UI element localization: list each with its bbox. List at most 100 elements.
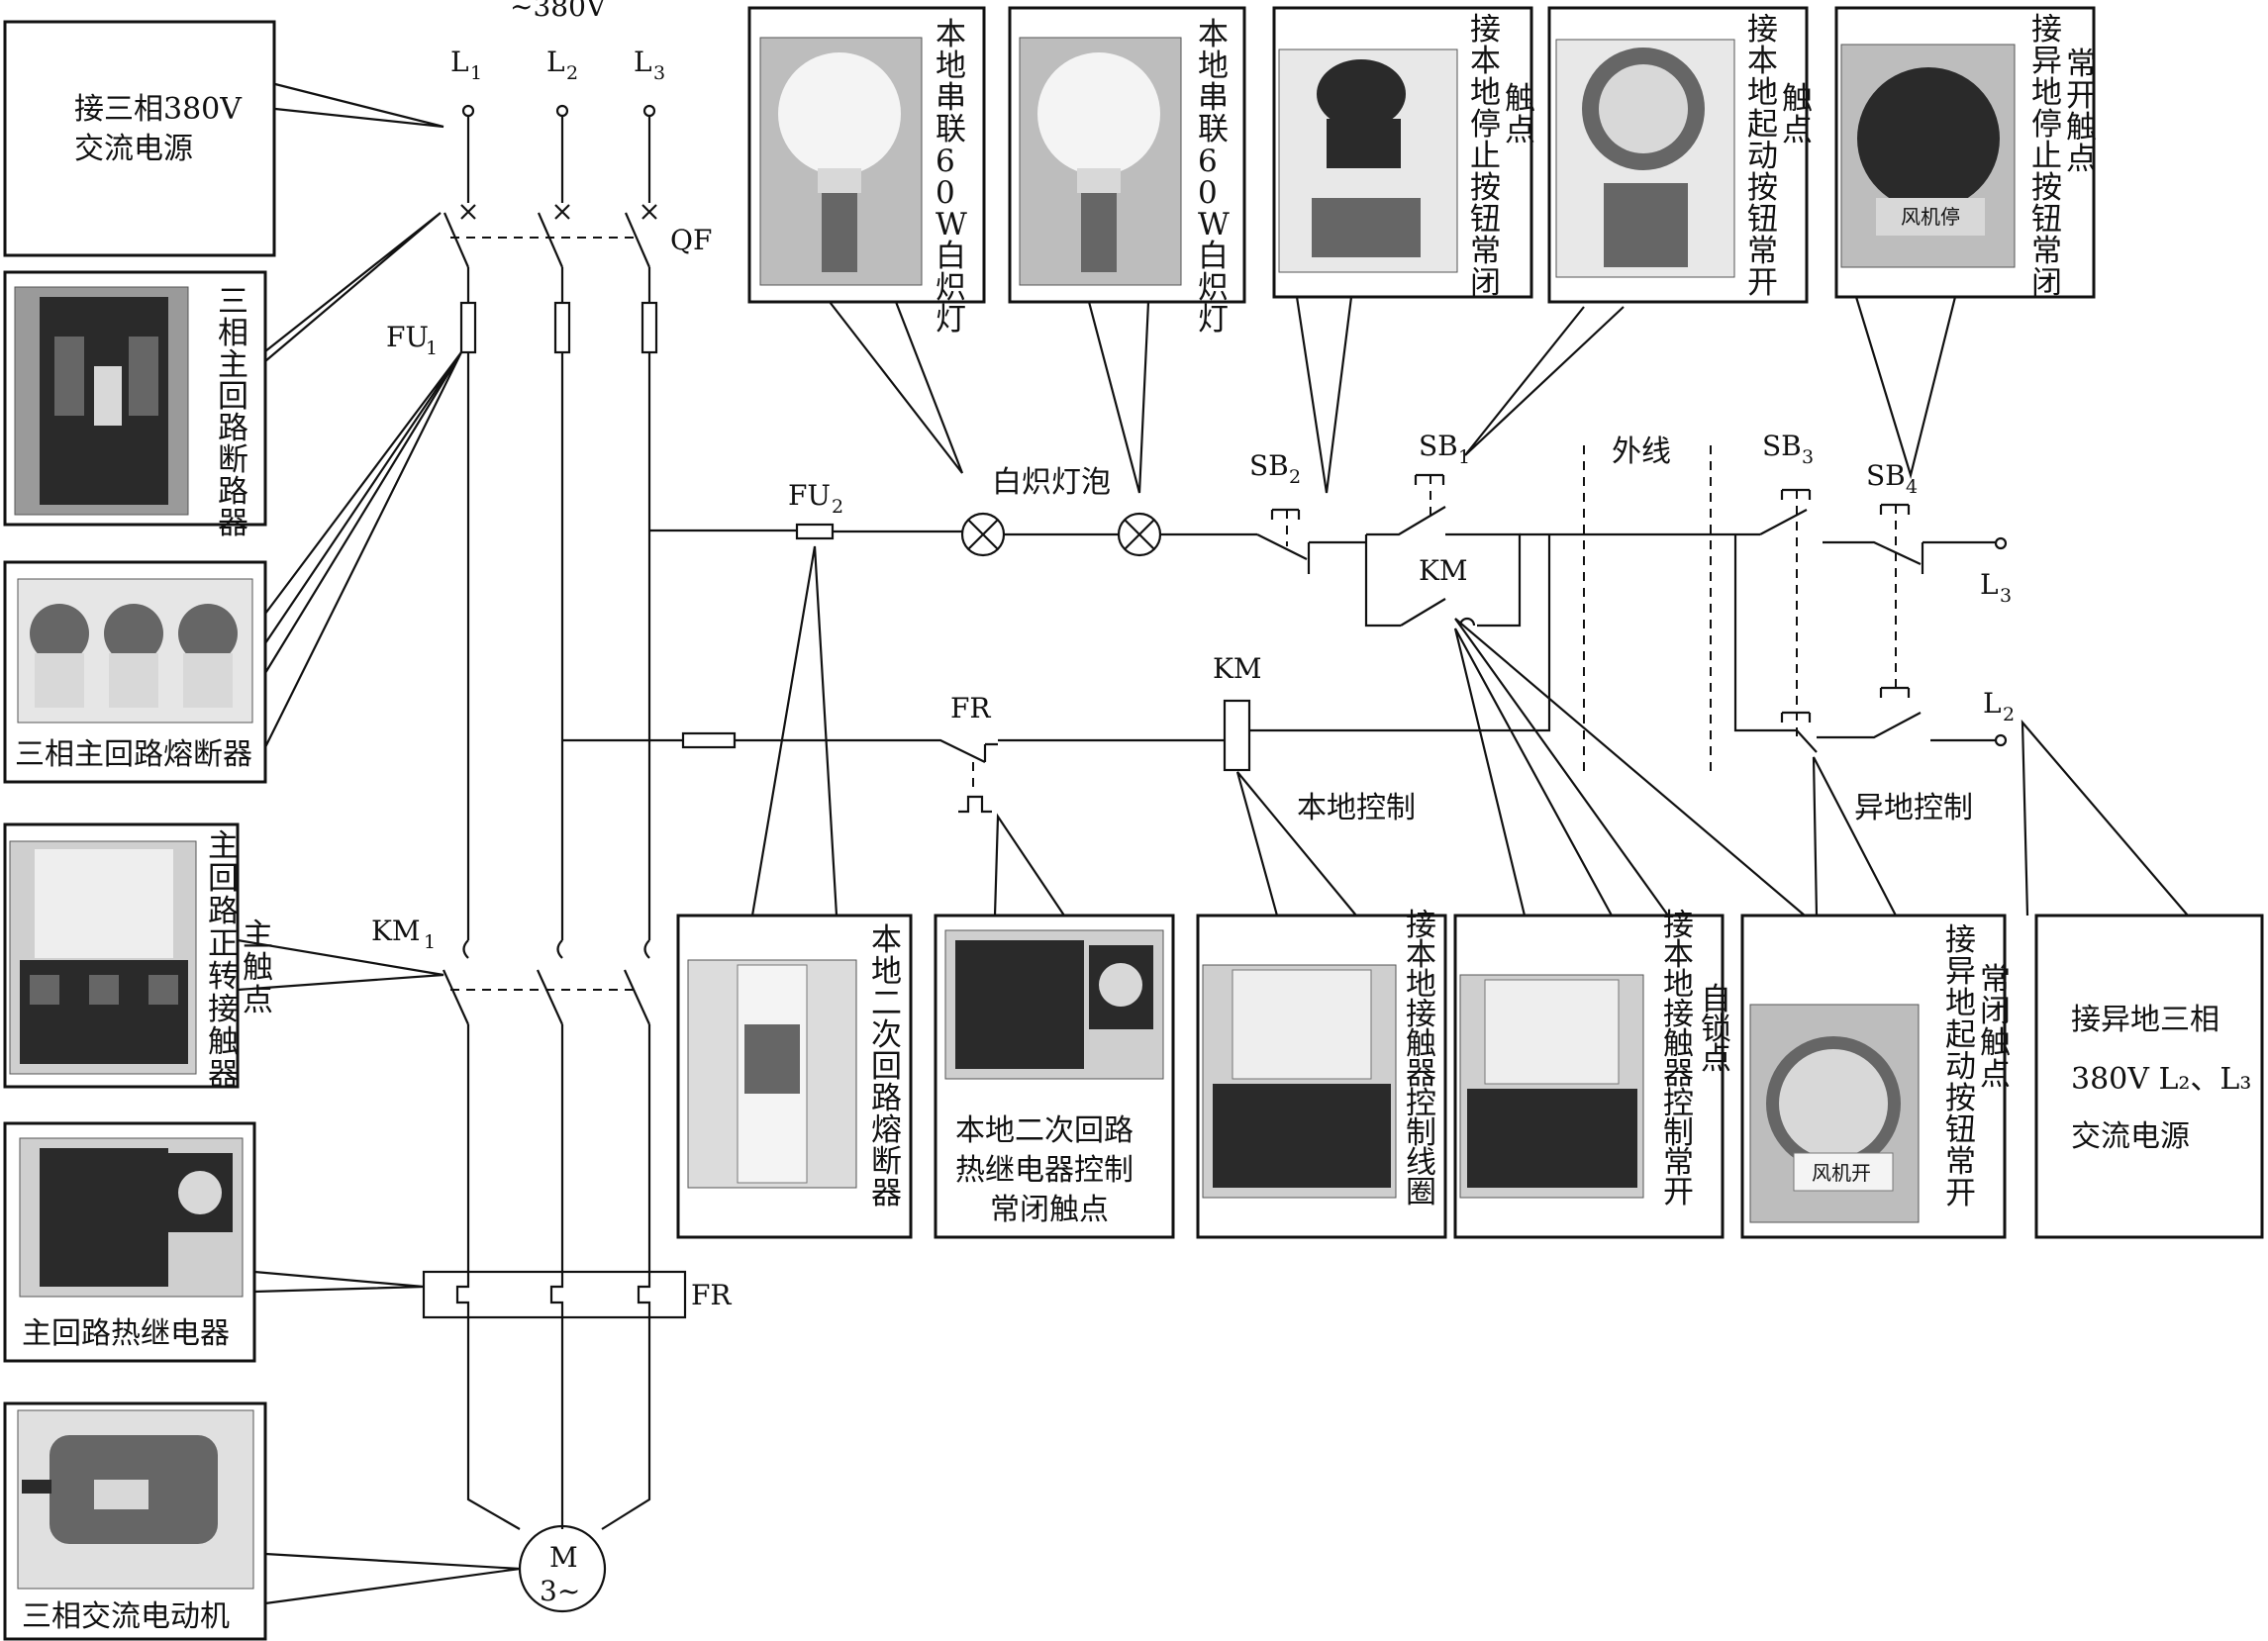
callout-selflock: 接本地接触器控制常开 自锁点 [1453,908,1731,1239]
fr-ctrl-line-1: 本地二次回路 [955,1113,1134,1148]
stop-local-label-b: 触点 [1505,81,1535,148]
callout-fu2: 本地二次回路熔断器 [676,914,913,1239]
fu1-sub: 1 [426,338,438,359]
power-line-1: 接三相380V [74,92,243,127]
breaker-label: 三相主回路断路器 [218,284,248,541]
local-control-label: 本地控制 [1297,791,1416,825]
remote-power-line-3: 交流电源 [2071,1119,2190,1154]
start-remote-label-b: 常闭触点 [1980,962,2011,1093]
remote-l2-sub: 2 [2003,704,2015,725]
stop-remote-label-a: 接异地停止按钮常闭 [2031,12,2062,301]
fuse-fu2 [795,523,835,540]
terminal-l1 [461,104,475,118]
callout-stop-remote: 风机停 接异地停止按钮常闭 常开触点 [1834,6,2097,301]
thermal-caption: 主回路热继电器 [22,1316,230,1351]
phase-l1-label: L [450,46,469,78]
fuse-fu1-l3 [641,301,658,354]
fr-ctrl-label: FR [950,692,991,724]
remote-control-label: 异地控制 [1854,791,1973,825]
remote-power-line-1: 接异地三相 [2071,1003,2219,1037]
lamp-2 [1117,512,1162,557]
remote-l3-label: L [1980,568,1999,601]
sb4-sub: 4 [1906,476,1918,498]
fu2-photo [687,959,857,1189]
outer-line-label: 外线 [1612,434,1671,469]
stop-local-label-a: 接本地停止按钮常闭 [1470,12,1501,301]
coil-label: 接本地接触器控制线圈 [1406,908,1436,1210]
coil-photo [1202,964,1397,1199]
contactor-photo [9,840,197,1075]
contactor-main-label: 主回路正转接触器 [208,828,239,1093]
breaker-photo [14,286,189,516]
fuse-caption: 三相主回路熔断器 [15,737,252,772]
power-line-2: 交流电源 [74,132,193,166]
start-local-label-a: 接本地起动按钮常开 [1747,12,1778,301]
sb4-switch [1879,503,1924,698]
callout-remote-power: 接异地三相 380V L₂、L₃ 交流电源 [2034,914,2264,1239]
selflock-label-a: 接本地接触器控制常开 [1663,908,1694,1210]
callout-coil: 接本地接触器控制线圈 [1196,908,1447,1239]
phase-l1-sub: 1 [470,62,482,84]
motor-caption: 三相交流电动机 [22,1599,230,1634]
selflock-photo [1459,974,1644,1199]
callout-stop-local: 接本地停止按钮常闭 触点 [1272,6,1535,301]
motor-m-label: M [549,1541,578,1574]
callout-breaker: 三相主回路断路器 [3,270,267,541]
callout-start-remote: 风机开 接异地起动按钮常开 常闭触点 [1740,914,2011,1239]
terminal-l3 [642,104,656,118]
fu2-desc-label: 本地二次回路熔断器 [871,922,902,1211]
fu2-sub: 2 [832,496,843,518]
callout-start-local: 接本地起动按钮常开 触点 [1547,6,1813,304]
control-circuit: FU 2 白炽灯泡 SB 2 SB 1 [562,430,2015,825]
thermal-relay-fr [422,1270,687,1319]
callout-power-source: 接三相380V 交流电源 [3,20,276,257]
sb3-switch [1759,488,1812,742]
stop-remote-label-b: 常开触点 [2066,47,2097,177]
fuse-photo [17,578,253,724]
start-remote-label-a: 接异地起动按钮常开 [1945,922,1976,1211]
km1-label: KM [371,915,421,947]
lamp-1 [960,512,1006,557]
km1-sub: 1 [424,931,436,953]
terminal-remote-l2 [1994,733,2008,747]
fr-control-contact [958,742,998,814]
km-contact-label: KM [1419,554,1468,587]
fr-control-photo [944,929,1164,1080]
thermal-relay-photo [19,1137,244,1298]
sb1-label: SB [1419,430,1458,462]
fr-main-label: FR [691,1279,732,1311]
phase-labels: L 1 L 2 L 3 [450,46,665,84]
phase-l3-label: L [634,46,652,78]
start-local-label-b: 触点 [1782,81,1813,148]
phase-l3-sub: 3 [653,62,665,84]
fuse-fu1-l2 [553,301,571,354]
stop-remote-photo: 风机停 [1840,44,2016,268]
start-remote-photo: 风机开 [1749,1004,1920,1223]
fu1-label: FU [386,321,429,353]
contactor-contact-label: 主触点 [243,917,273,1018]
phase-l2-label: L [546,46,565,78]
lamp-label: 白炽灯泡 [992,465,1111,500]
remote-l3-sub: 3 [2000,585,2012,607]
callout-lines [237,82,2189,1605]
main-circuit: ~380V L 1 L 2 L 3 QF FU 1 KM [371,0,732,1613]
voltage-label: ~380V [510,0,607,23]
stop-sign-text: 风机停 [1901,205,1960,229]
start-local-photo [1555,39,1735,278]
callout-contactor-main: 主回路正转接触器 主触点 [3,822,273,1093]
start-sign-text: 风机开 [1812,1161,1871,1185]
callout-fr-control: 本地二次回路 热继电器控制 常闭触点 [934,914,1175,1239]
km-selflock-contact [1400,598,1476,627]
stop-local-photo [1278,48,1458,273]
km-coil [1223,699,1251,772]
fuse-ctrl-lower [681,731,737,749]
qf-label: QF [670,224,712,256]
motor-photo [17,1409,254,1590]
remote-power-line-2: 380V L₂、L₃ [2071,1062,2251,1097]
motor-phase-label: 3~ [540,1575,580,1607]
sb3-sub: 3 [1802,446,1814,468]
terminal-remote-l3 [1994,536,2008,550]
